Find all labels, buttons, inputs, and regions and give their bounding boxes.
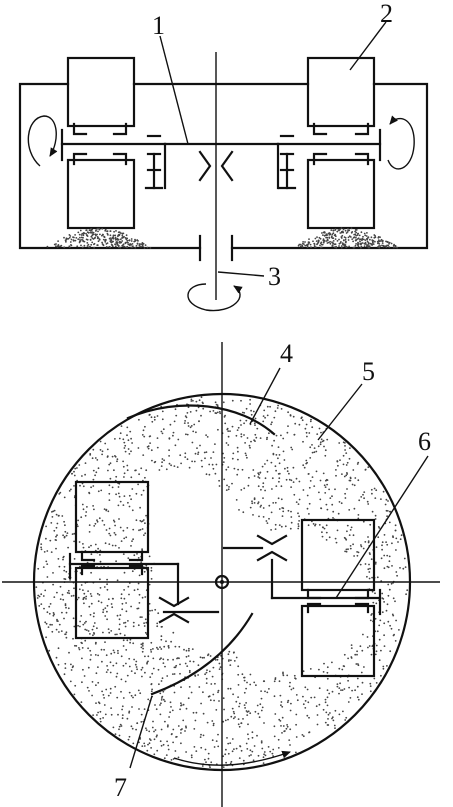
leader-line-3 — [217, 271, 265, 277]
housing-outline — [18, 82, 429, 250]
top-left-bearing — [158, 596, 220, 624]
powder-pile-left — [46, 227, 152, 249]
leader-line-4 — [249, 367, 281, 425]
leader-line-5 — [317, 383, 363, 441]
top-right-jar — [270, 518, 382, 678]
label-1: 1 — [152, 11, 165, 40]
left-arm-bearing — [144, 134, 164, 190]
deflector-arc-4 — [126, 404, 276, 436]
label-2: 2 — [380, 0, 393, 28]
central-bearing — [198, 150, 234, 182]
right-arm-bearing — [277, 134, 297, 190]
leader-line-6 — [335, 455, 429, 599]
leader-line-1 — [159, 35, 189, 145]
deflector-arc-7 — [150, 612, 254, 696]
top-left-jar — [68, 480, 180, 640]
label-6: 6 — [418, 427, 431, 456]
left-milling-jar — [60, 56, 167, 230]
label-7: 7 — [114, 773, 127, 802]
side-view: 1 2 3 — [18, 0, 429, 312]
left-rotation-arrow — [27, 115, 58, 167]
top-right-bearing — [222, 534, 288, 562]
central-vertical-shaft — [198, 52, 234, 300]
label-5: 5 — [362, 357, 375, 386]
powder-pile-right — [297, 227, 399, 249]
leader-line-7 — [129, 695, 153, 769]
rotation-direction-arrow — [173, 750, 291, 766]
right-rotation-arrow — [387, 115, 415, 170]
label-4: 4 — [280, 339, 293, 368]
horizontal-arm — [163, 142, 280, 190]
bottom-rotation-arrow — [187, 283, 243, 312]
top-view: 4 5 6 7 — [2, 339, 440, 807]
label-3: 3 — [268, 262, 281, 291]
leader-line-2 — [349, 21, 387, 71]
